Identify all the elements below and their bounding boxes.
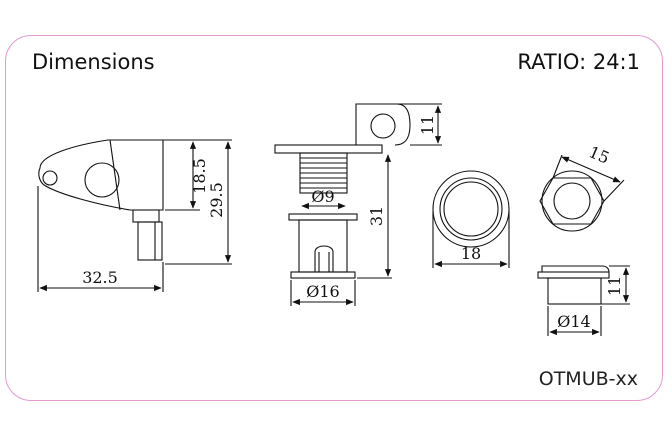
dim-side-width: 32.5 — [82, 268, 118, 287]
gear-ratio-label: RATIO: 24:1 — [517, 50, 640, 74]
dim-total-height: 31 — [367, 206, 386, 226]
dimensions-card — [5, 35, 663, 401]
page-title: Dimensions — [32, 50, 155, 74]
dim-tab-height: 11 — [418, 115, 437, 135]
dim-side-height-total: 29.5 — [207, 182, 226, 218]
dim-bushing-diameter: Ø14 — [557, 312, 590, 331]
bushing-view — [537, 265, 630, 336]
hex-nut-view — [539, 154, 625, 232]
dim-shaft-diameter: Ø9 — [311, 187, 334, 206]
ring-view — [432, 170, 510, 268]
dim-nut-width: 15 — [586, 142, 612, 167]
dim-bushing-height: 11 — [605, 276, 624, 296]
side-view — [37, 139, 232, 292]
front-view — [274, 103, 442, 306]
dim-flange-diameter: Ø16 — [306, 282, 339, 301]
model-number: OTMUB-xx — [538, 368, 638, 390]
dim-ring-diameter: 18 — [461, 244, 481, 263]
dim-side-height-inner: 18.5 — [190, 158, 209, 194]
